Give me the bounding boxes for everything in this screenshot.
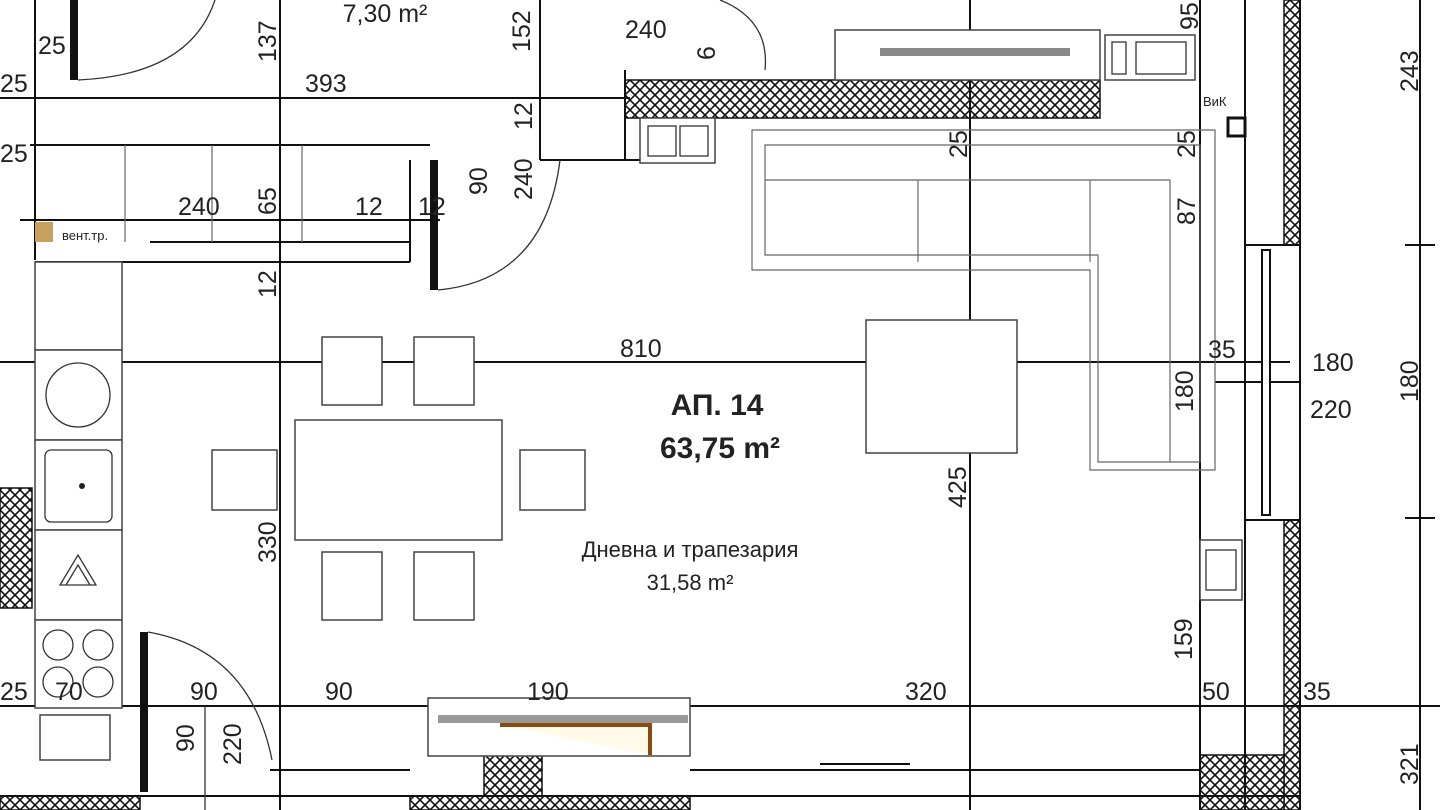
sink-unit [34, 439, 123, 531]
bottom-wall-mid [409, 795, 691, 810]
dim-label: 12 [355, 193, 383, 221]
door-entrance [140, 632, 148, 792]
kitchen [34, 29, 1243, 761]
dim-label: 190 [527, 678, 569, 706]
window-right [1261, 249, 1271, 516]
dim-label: 393 [305, 70, 347, 98]
dim-label: 330 [254, 521, 282, 563]
dim-label: 12 [418, 193, 446, 221]
hood-icon [58, 553, 98, 586]
dim-label: 137 [254, 20, 282, 62]
dim-label: 35 [1303, 678, 1331, 706]
dim-label: 240 [510, 158, 538, 200]
dim-label: 87 [1173, 197, 1201, 225]
coffee-table [865, 319, 1018, 454]
fridge [34, 261, 123, 351]
dim-label: 25 [38, 32, 66, 60]
bottom-wall-left [0, 795, 141, 810]
dim-label: 90 [465, 167, 493, 195]
chair [321, 336, 383, 406]
dim-label: 90 [190, 678, 218, 706]
dim-label: 25 [945, 130, 973, 158]
dim-label: 90 [172, 724, 200, 752]
dim-label: 90 [325, 678, 353, 706]
dim-label: 180 [1396, 360, 1424, 402]
labels: АП. 14 63,75 m² Дневна и трапезария 31,5… [0, 0, 1424, 785]
dim-label: 95 [1176, 2, 1204, 30]
chair [211, 449, 278, 511]
right-wall-upper [1283, 0, 1301, 246]
dim-label: 220 [1310, 396, 1352, 424]
dim-label: 25 [0, 70, 28, 98]
dim-label: 240 [625, 16, 667, 44]
kitchen-counter-wall [624, 79, 1101, 119]
dim-label: 12 [254, 270, 282, 298]
apartment-area: 63,75 m² [660, 432, 780, 465]
dim-label: 50 [1202, 678, 1230, 706]
bottom-pillar [483, 754, 543, 797]
door-top-left [70, 0, 78, 80]
door-hall [430, 160, 438, 290]
plumbing-shaft [1226, 116, 1247, 138]
dishwasher [34, 529, 123, 621]
dim-label: 25 [0, 678, 28, 706]
dim-label: 25 [0, 140, 28, 168]
dim-label: 321 [1396, 743, 1424, 785]
dim-label: 180 [1171, 370, 1199, 412]
sofa [751, 129, 1216, 471]
hob-icon [45, 362, 111, 428]
dim-label: 65 [254, 187, 282, 215]
room-area: 31,58 m² [647, 570, 734, 595]
vent-shaft-icon [35, 222, 53, 242]
dining-table [294, 419, 503, 541]
left-wall [0, 487, 33, 609]
dim-label: 6 [693, 46, 721, 60]
dim-label: 12 [510, 102, 538, 130]
right-wall-lower [1283, 519, 1301, 810]
vent-label: вент.тр. [62, 228, 108, 243]
chair [413, 336, 475, 406]
adjacent-room-area: 7,30 m² [343, 0, 428, 28]
dim-label: 159 [1170, 618, 1198, 660]
bottom-right-pillar [1199, 754, 1285, 810]
chair [519, 449, 586, 511]
sink-icon [44, 449, 113, 523]
doors [70, 0, 767, 810]
chair [413, 551, 475, 621]
dim-label: 180 [1312, 349, 1354, 377]
dim-label: 35 [1208, 336, 1236, 364]
chair [321, 551, 383, 621]
dim-label: 240 [178, 193, 220, 221]
dim-label: 243 [1396, 50, 1424, 92]
apartment-label: АП. 14 [671, 389, 764, 422]
furniture [35, 116, 1271, 771]
dim-label: 152 [508, 10, 536, 52]
walls [0, 0, 1301, 810]
dim-label: 220 [219, 723, 247, 765]
dim-label: 425 [944, 466, 972, 508]
dim-label: 320 [905, 678, 947, 706]
dim-label: 25 [1173, 130, 1201, 158]
plumbing-label: ВиК [1203, 94, 1227, 109]
room-name: Дневна и трапезария [582, 537, 799, 562]
dim-label: 810 [620, 335, 662, 363]
dim-label: 70 [55, 678, 83, 706]
